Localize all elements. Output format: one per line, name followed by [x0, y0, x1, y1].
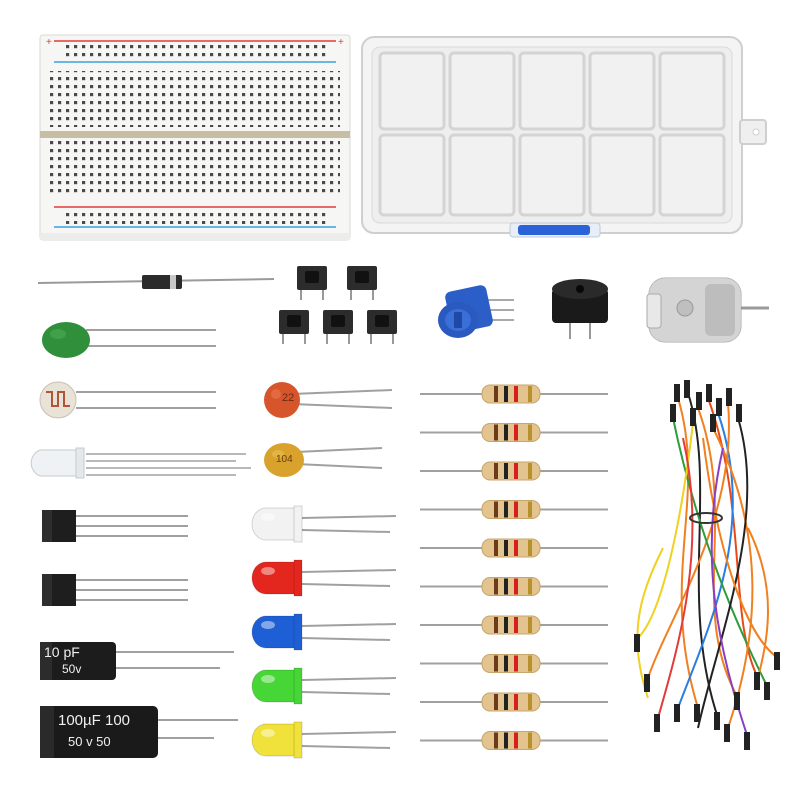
electrolytic-capacitor-small: 10 pF 50v — [38, 640, 238, 682]
svg-text:+: + — [46, 37, 52, 48]
resistor-5 — [420, 577, 608, 596]
varistor — [42, 322, 216, 358]
resistor-7 — [420, 654, 608, 673]
electrolytic-capacitor-large: 100µF 100 50 v 50 — [38, 704, 248, 760]
diode — [37, 275, 275, 289]
resistor-3 — [420, 500, 608, 519]
resistor-2 — [420, 461, 608, 481]
jumper-wires — [634, 380, 780, 750]
led-4 — [251, 721, 397, 759]
resistor-9 — [420, 731, 608, 750]
svg-text:+: + — [338, 37, 344, 48]
storage-box — [361, 36, 767, 238]
resistor-1 — [420, 423, 608, 442]
ceramic-capacitor-104: 104 — [262, 440, 402, 480]
resistor-4 — [420, 538, 608, 558]
resistor-8 — [420, 692, 608, 712]
potentiometer — [438, 285, 514, 338]
led-3 — [251, 667, 397, 705]
led-1 — [251, 559, 397, 597]
photoresistor — [39, 381, 216, 419]
ceramic-capacitor-22-label: 22 — [282, 392, 295, 404]
led-2 — [251, 613, 397, 651]
cap-large-voltage-label: 50 v 50 — [68, 734, 111, 749]
led-0 — [251, 505, 397, 543]
leds — [251, 505, 397, 759]
rgb-led — [30, 447, 251, 479]
buzzer — [552, 279, 608, 339]
breadboard: + + — [39, 34, 351, 241]
resistor-6 — [420, 615, 608, 635]
cap-small-value-label: 10 pF — [44, 644, 80, 660]
transistors — [42, 510, 188, 606]
resistors — [420, 384, 608, 750]
dc-motor — [646, 277, 769, 343]
ceramic-capacitor-104-label: 104 — [276, 454, 293, 465]
resistor-0 — [420, 384, 608, 404]
cap-small-voltage-label: 50v — [62, 662, 82, 676]
push-buttons — [279, 266, 397, 344]
ceramic-capacitor-22: 22 — [262, 380, 402, 420]
cap-large-value-label: 100µF 100 — [58, 712, 131, 729]
